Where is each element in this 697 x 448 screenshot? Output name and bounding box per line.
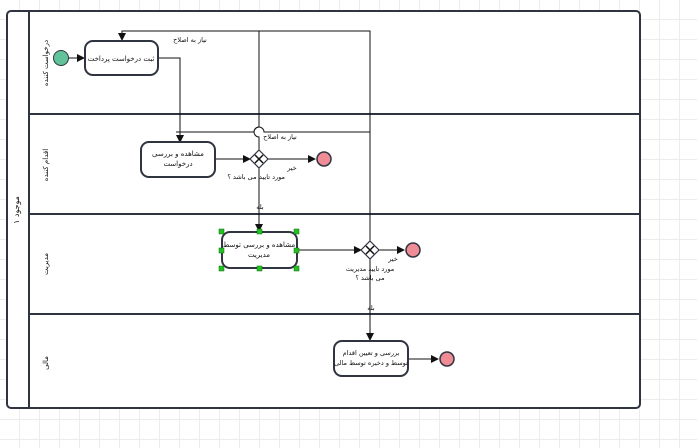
selection-handle[interactable]: [293, 265, 300, 272]
lane-label-manager: مدیریت: [42, 253, 50, 275]
gateway-1-question-2: می باشد ؟: [227, 173, 256, 181]
task-review-request-label-1: مشاهده و بررسی: [152, 150, 204, 158]
selection-handle[interactable]: [293, 228, 300, 235]
end-event-reject-1[interactable]: [316, 151, 332, 167]
pool[interactable]: [6, 10, 641, 409]
end-event-finance[interactable]: [439, 351, 455, 367]
task-manager-review-label-1: مشاهده و بررسی توسط: [223, 241, 295, 249]
gateway-approval-2[interactable]: [360, 240, 380, 260]
flow-gateway2-fix-bridge: [176, 126, 370, 133]
task-review-request[interactable]: [140, 141, 216, 178]
gateway-approval-1[interactable]: [249, 149, 269, 169]
task-submit-payment[interactable]: [84, 40, 159, 76]
task-manager-review[interactable]: [221, 231, 298, 269]
selection-handle[interactable]: [218, 247, 225, 254]
task-submit-payment-label: ثبت درخواست پرداخت: [88, 55, 155, 63]
flow-label-needs-fix-mid: نیاز به اصلاح: [263, 133, 297, 141]
start-event[interactable]: [53, 50, 69, 66]
task-finance-action-label-2: توسط و دخیره توسط مالی: [334, 359, 408, 367]
flow-label-no-2: خیر: [387, 255, 398, 263]
flow-label-yes-1: بله: [256, 203, 264, 211]
flow-gateway2-fix-to-top[interactable]: [259, 30, 371, 241]
task-review-request-label-2: درخواست: [163, 160, 192, 168]
lane-label-requester: درخواست کننده: [42, 40, 50, 86]
selection-handle[interactable]: [218, 265, 225, 272]
flow-label-needs-fix-top: نیاز به اصلاح: [173, 36, 207, 44]
gateway-2-question-1: مورد تایید مدیریت: [346, 265, 394, 273]
flow-label-yes-2: بله: [367, 304, 375, 312]
lane-label-finance: مالی: [42, 356, 50, 370]
selection-handle[interactable]: [293, 247, 300, 254]
gateway-1-question-1: مورد تایید: [259, 173, 285, 181]
selection-handle[interactable]: [256, 228, 263, 235]
task-manager-review-label-2: مدیریت: [248, 251, 270, 259]
gateway-2-question-2: می باشد ؟: [355, 274, 384, 282]
end-event-reject-2[interactable]: [405, 242, 421, 258]
selection-handles[interactable]: [218, 228, 300, 272]
task-finance-action[interactable]: [333, 340, 409, 377]
flow-submit-to-review[interactable]: [158, 57, 184, 143]
selection-handle[interactable]: [256, 265, 263, 272]
pool-label: موجود ۱: [12, 196, 21, 224]
task-finance-action-label-1: بررسی و تعیین اقدام: [343, 349, 400, 357]
lane-label-actor: اقدام کننده: [42, 149, 50, 181]
flow-label-no-1: خیر: [286, 164, 297, 172]
selection-handle[interactable]: [218, 228, 225, 235]
